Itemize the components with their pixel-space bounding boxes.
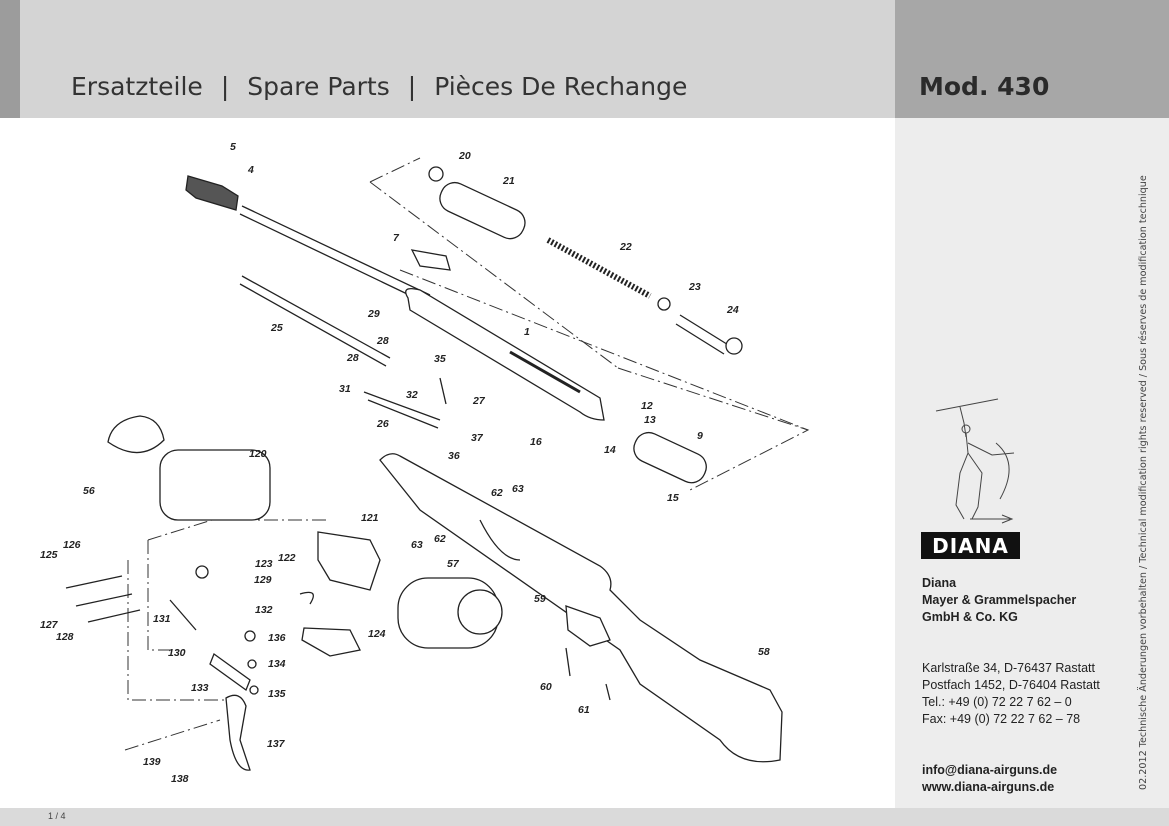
footer-bar (0, 808, 1169, 826)
part-label: 37 (471, 432, 484, 444)
part-label: 4 (247, 164, 254, 176)
web-block: info@diana-airguns.de www.diana-airguns.… (922, 762, 1057, 796)
part-label: 133 (191, 682, 209, 694)
part-label: 28 (376, 335, 389, 347)
header-accent-strip (0, 0, 20, 118)
part-label: 137 (267, 738, 286, 750)
part-label: 122 (278, 552, 296, 564)
diana-figure-logo (935, 398, 1015, 524)
part-label: 13 (644, 414, 656, 426)
part-label: 131 (153, 613, 171, 625)
part-label: 16 (530, 436, 542, 448)
part-label: 58 (758, 646, 770, 658)
part-label: 22 (619, 241, 632, 253)
modification-notice: 02.2012 Technische Änderungen vorbehalte… (1138, 175, 1149, 790)
part-label: 127 (40, 619, 59, 631)
company-line: Diana (922, 576, 957, 590)
part-label: 36 (448, 450, 460, 462)
part-label: 28 (346, 352, 359, 364)
model-name: Mod. 430 (919, 72, 1050, 101)
title-separator: | (220, 72, 230, 101)
fax-line: Fax: +49 (0) 72 22 7 62 – 78 (922, 712, 1081, 726)
header-model-panel (895, 0, 1169, 118)
sidebar-panel (895, 118, 1169, 808)
part-label: 31 (339, 383, 351, 395)
part-label: 7 (393, 232, 400, 244)
part-label: 12 (641, 400, 653, 412)
part-label: 29 (367, 308, 380, 320)
company-line: GmbH & Co. KG (922, 610, 1018, 624)
part-label: 135 (268, 688, 286, 700)
part-label: 124 (368, 628, 386, 640)
part-label: 129 (254, 574, 272, 586)
part-label: 57 (447, 558, 460, 570)
part-label: 59 (534, 593, 546, 605)
part-label: 136 (268, 632, 286, 644)
title-english: Spare Parts (247, 72, 390, 101)
part-label: 15 (667, 492, 679, 504)
email-link[interactable]: info@diana-airguns.de (922, 763, 1058, 777)
part-label: 21 (502, 175, 515, 187)
diana-brand-logo: DIANA (921, 532, 1020, 559)
part-label: 23 (688, 281, 701, 293)
part-label: 9 (697, 430, 703, 442)
part-label: 125 (40, 549, 58, 561)
part-label: 139 (143, 756, 161, 768)
part-label: 1 (524, 326, 530, 338)
title-separator: | (407, 72, 417, 101)
address-block: Karlstraße 34, D-76437 Rastatt Postfach … (922, 660, 1100, 728)
part-label: 121 (361, 512, 379, 524)
part-label: 120 (249, 448, 267, 460)
part-label: 63 (411, 539, 423, 551)
part-label: 27 (472, 395, 486, 407)
title-french: Pièces De Rechange (434, 72, 688, 101)
part-label: 56 (83, 485, 95, 497)
page-title: Ersatzteile | Spare Parts | Pièces De Rechan… (71, 72, 687, 101)
part-labels: 1 4 5 7 9 12 13 14 15 16 20 21 22 23 24 … (40, 141, 770, 785)
page-number: 1 / 4 (48, 811, 66, 821)
part-label: 26 (376, 418, 389, 430)
address-line: Karlstraße 34, D-76437 Rastatt (922, 661, 1095, 675)
exploded-parts-diagram: 1 4 5 7 9 12 13 14 15 16 20 21 22 23 24 … (40, 141, 810, 785)
part-label: 63 (512, 483, 524, 495)
part-label: 32 (406, 389, 418, 401)
part-label: 35 (434, 353, 446, 365)
part-label: 61 (578, 704, 590, 716)
part-label: 130 (168, 647, 186, 659)
part-label: 62 (491, 487, 503, 499)
part-label: 138 (171, 773, 189, 785)
part-label: 134 (268, 658, 286, 670)
title-german: Ersatzteile (71, 72, 203, 101)
part-label: 62 (434, 533, 446, 545)
part-label: 5 (230, 141, 236, 153)
address-line: Postfach 1452, D-76404 Rastatt (922, 678, 1100, 692)
part-label: 128 (56, 631, 74, 643)
phone-line: Tel.: +49 (0) 72 22 7 62 – 0 (922, 695, 1072, 709)
part-label: 24 (726, 304, 739, 316)
website-link[interactable]: www.diana-airguns.de (922, 780, 1055, 794)
part-label: 123 (255, 558, 273, 570)
part-label: 20 (458, 150, 471, 162)
part-label: 126 (63, 539, 81, 551)
company-block: Diana Mayer & Grammelspacher GmbH & Co. … (922, 575, 1076, 626)
company-line: Mayer & Grammelspacher (922, 593, 1077, 607)
part-label: 60 (540, 681, 552, 693)
part-label: 14 (604, 444, 616, 456)
part-label: 132 (255, 604, 273, 616)
part-label: 25 (270, 322, 283, 334)
